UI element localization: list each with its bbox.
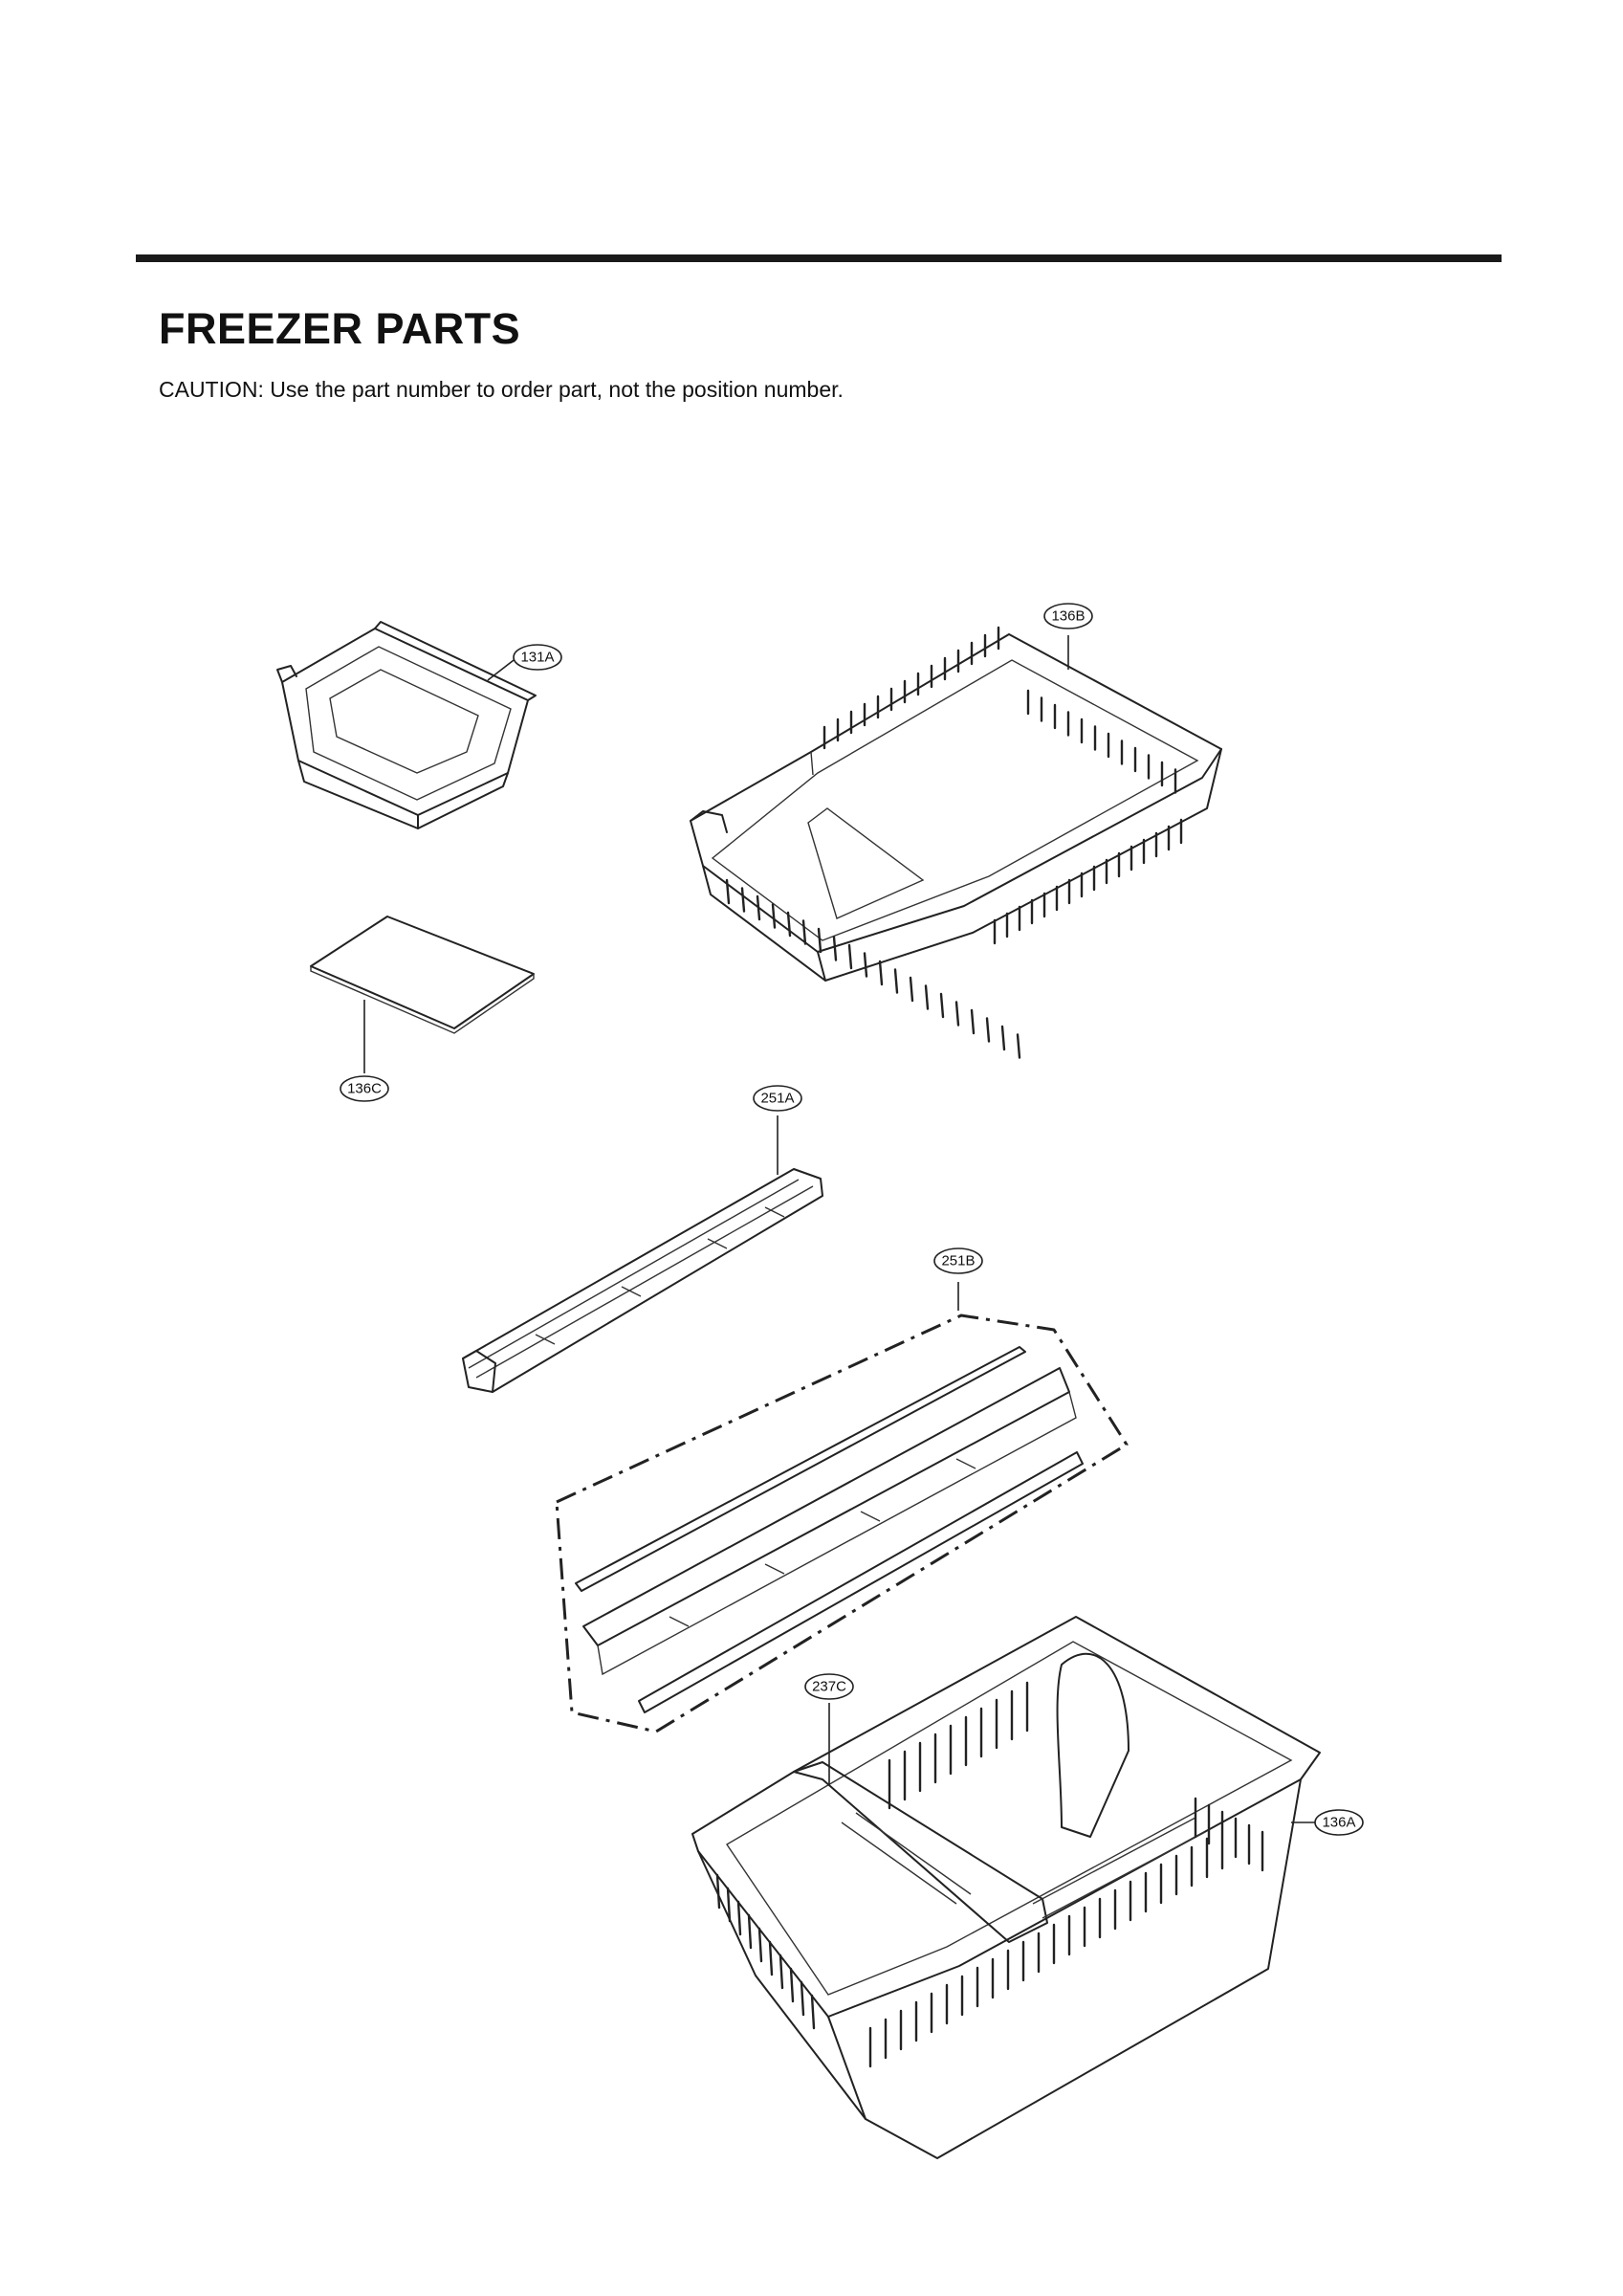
svg-text:251B: 251B [941, 1253, 975, 1269]
svg-text:136A: 136A [1322, 1815, 1355, 1831]
page-title: FREEZER PARTS [159, 304, 521, 353]
callout-131a: 131A [513, 644, 562, 671]
part-131a-small-bin [276, 621, 537, 829]
callout-251b: 251B [933, 1247, 983, 1274]
callout-251a: 251A [753, 1085, 802, 1112]
caution-note: CAUTION: Use the part number to order pa… [159, 377, 844, 402]
part-251a-rail [462, 1168, 823, 1393]
svg-text:136B: 136B [1051, 608, 1085, 625]
header-rule [136, 254, 1502, 262]
callout-leaders [363, 635, 1315, 1823]
svg-text:237C: 237C [812, 1679, 846, 1695]
part-136a-large-basket [691, 1616, 1321, 2159]
part-136b-basket [690, 626, 1222, 1059]
callout-136c: 136C [340, 1075, 389, 1102]
svg-text:131A: 131A [520, 650, 554, 666]
svg-text:136C: 136C [347, 1081, 382, 1097]
callout-136b: 136B [1043, 603, 1093, 629]
callout-136a: 136A [1314, 1809, 1364, 1836]
part-136c-plate [310, 916, 535, 1034]
svg-text:251A: 251A [760, 1091, 794, 1107]
callout-237c: 237C [804, 1673, 854, 1700]
part-251b-rail-assembly [555, 1314, 1129, 1733]
